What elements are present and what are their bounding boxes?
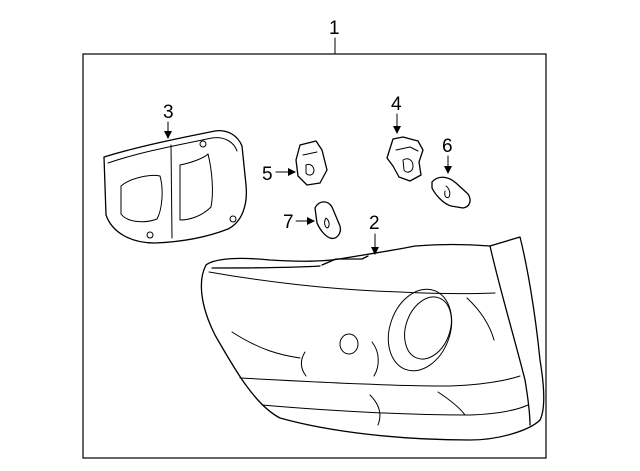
socket-small-part[interactable] (295, 140, 328, 186)
callout-4-label: 4 (391, 94, 402, 115)
bulb-small-part[interactable] (314, 201, 342, 240)
callout-6[interactable]: 6 (442, 136, 453, 174)
callout-1-label: 1 (329, 18, 340, 39)
callout-5[interactable]: 5 (262, 164, 296, 185)
callout-5-label: 5 (262, 164, 273, 185)
callout-3[interactable]: 3 (163, 102, 174, 139)
callout-2[interactable]: 2 (369, 213, 380, 255)
callout-2-label: 2 (369, 213, 380, 234)
callout-7-label: 7 (283, 212, 294, 233)
callout-3-label: 3 (163, 102, 174, 123)
lamp-part[interactable] (200, 236, 545, 441)
callout-4[interactable]: 4 (391, 94, 402, 134)
callout-6-label: 6 (442, 136, 453, 157)
callout-7[interactable]: 7 (283, 212, 315, 233)
bulb-large-part[interactable] (431, 176, 471, 209)
callout-1[interactable]: 1 (329, 18, 340, 55)
assembly-frame (82, 53, 547, 459)
gasket-part[interactable] (103, 130, 248, 244)
socket-large-part[interactable] (386, 136, 424, 182)
